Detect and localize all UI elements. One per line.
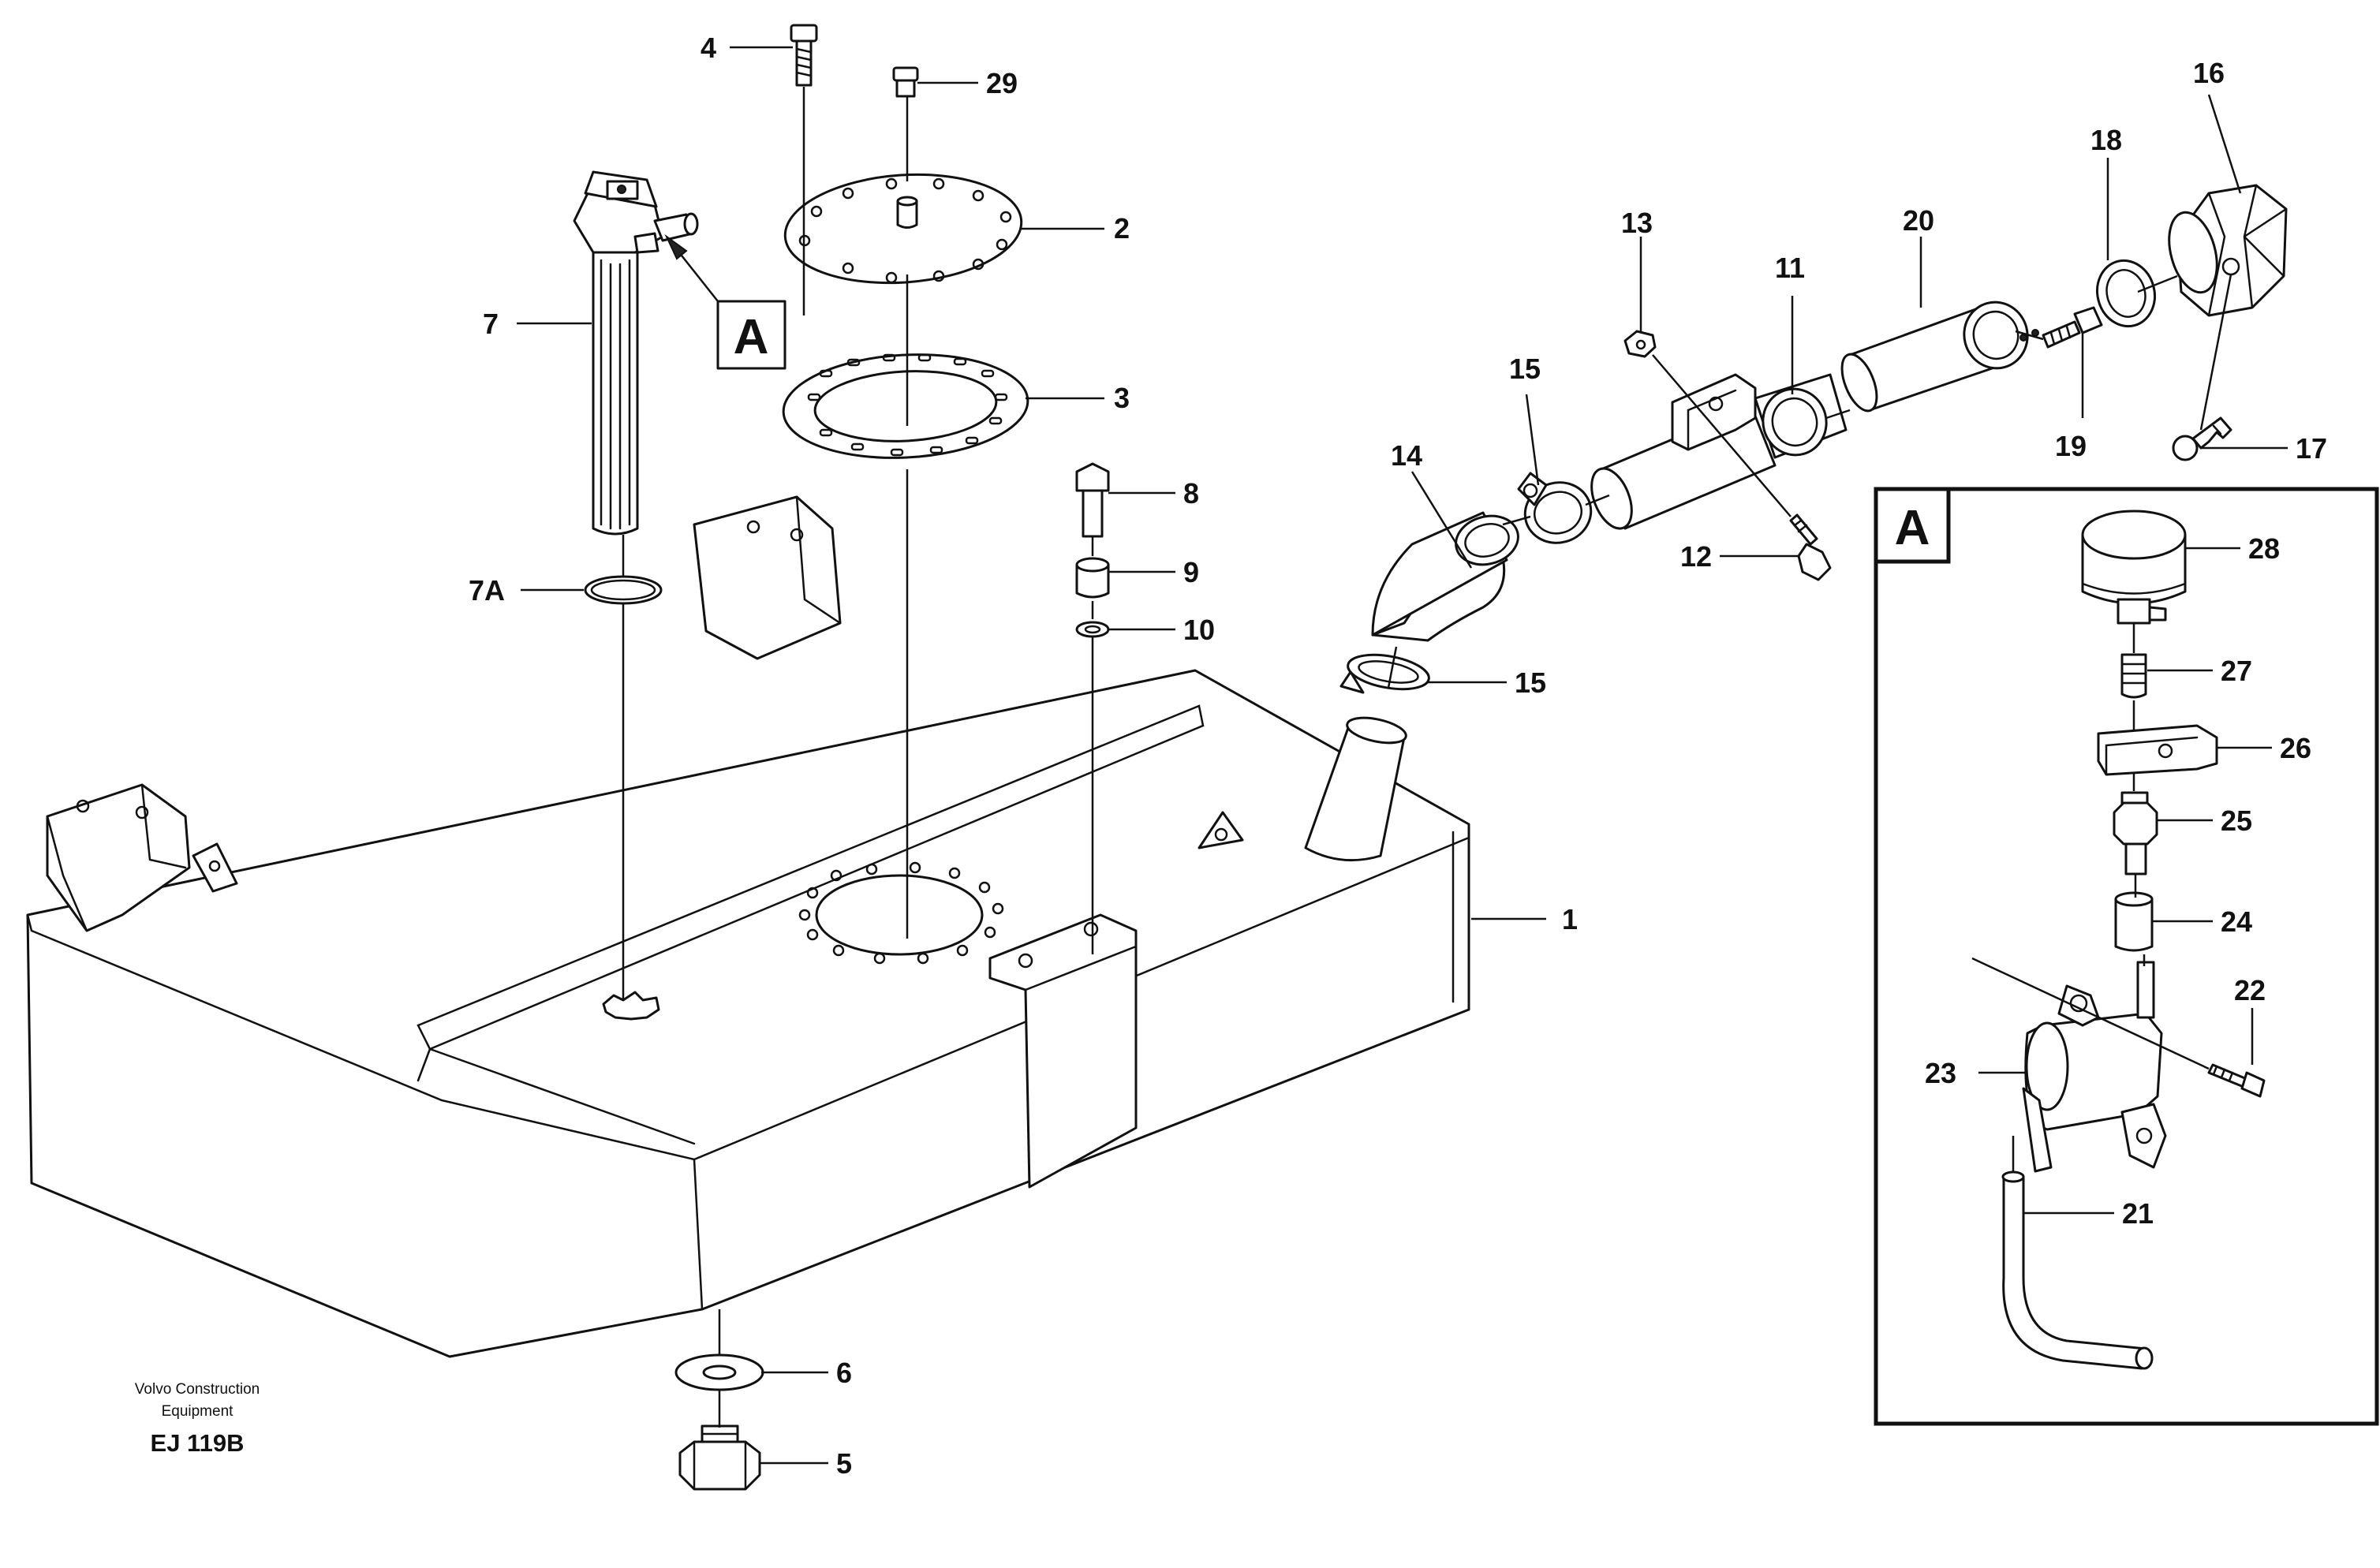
label-1: 1 <box>1562 903 1578 935</box>
detail-box-title: A <box>1895 501 1930 555</box>
flat-washer <box>1075 621 1110 638</box>
label-15-lower: 15 <box>1515 666 1546 699</box>
label-15-upper: 15 <box>1509 353 1541 385</box>
breather-cap <box>2081 510 2187 625</box>
leader-lines <box>517 46 2288 1465</box>
label-7: 7 <box>483 308 499 340</box>
filler-screw <box>2042 306 2103 349</box>
tank-strap-bracket <box>988 913 1138 1189</box>
filler-cap-key <box>2172 416 2232 461</box>
detail-a-panel: A <box>1874 487 2379 1426</box>
label-24: 24 <box>2221 905 2252 938</box>
spacer-sleeve <box>1075 557 1110 599</box>
flange-nut <box>1623 330 1657 358</box>
filler-cap <box>2168 184 2288 317</box>
pump-gasket <box>782 353 1029 459</box>
label-26: 26 <box>2280 732 2311 764</box>
label-11: 11 <box>1775 252 1805 284</box>
breather-valve-body <box>2022 961 2167 1173</box>
label-22: 22 <box>2234 974 2266 1006</box>
label-10: 10 <box>1183 614 1215 646</box>
label-8: 8 <box>1183 477 1199 510</box>
label-19: 19 <box>2055 430 2087 462</box>
hose-clamp-upper <box>1517 472 1593 544</box>
vent-plug <box>892 66 919 98</box>
breather-bracket <box>2097 724 2218 776</box>
label-16: 16 <box>2193 57 2225 89</box>
assembly-centerlines <box>622 87 2232 1428</box>
label-6: 6 <box>836 1357 852 1389</box>
label-29: 29 <box>986 67 1018 99</box>
label-14: 14 <box>1391 439 1422 472</box>
label-9: 9 <box>1183 556 1199 588</box>
label-2: 2 <box>1114 212 1130 245</box>
breather-hose-connector <box>2114 891 2154 952</box>
label-18: 18 <box>2090 124 2122 156</box>
label-27: 27 <box>2221 655 2252 687</box>
label-12: 12 <box>1680 540 1712 573</box>
pipe-bracket <box>1671 373 1757 451</box>
tank-bracket-rear <box>693 495 842 660</box>
label-21: 21 <box>2122 1197 2154 1230</box>
label-5: 5 <box>836 1447 852 1480</box>
label-20: 20 <box>1903 204 1934 237</box>
credit-line-2: Equipment <box>162 1403 234 1420</box>
label-17: 17 <box>2296 432 2327 465</box>
detail-callout-box: A <box>664 233 786 370</box>
cover-screw <box>790 24 818 87</box>
label-3: 3 <box>1114 382 1130 414</box>
label-25: 25 <box>2221 805 2252 837</box>
breather-mount-screw <box>2207 1063 2266 1098</box>
filler-elbow-hose <box>1371 511 1519 642</box>
tank-pump-opening <box>798 861 1004 965</box>
drawing-code: EJ 119B <box>151 1429 245 1457</box>
sender-o-ring <box>584 575 663 605</box>
label-7a: 7A <box>469 574 505 607</box>
label-23: 23 <box>1925 1057 1956 1089</box>
detail-callout-letter: A <box>734 310 769 364</box>
label-4: 4 <box>701 32 716 64</box>
filler-clamp-screw <box>1789 513 1832 581</box>
filler-tube <box>1840 301 2039 413</box>
label-28: 28 <box>2248 532 2280 565</box>
drawing-credit: Volvo Construction Equipment EJ 119B <box>135 1381 260 1457</box>
breather-union <box>2113 791 2158 875</box>
tank-bracket-left <box>46 783 238 932</box>
drain-plug <box>678 1424 761 1491</box>
label-13: 13 <box>1621 207 1653 239</box>
hose-clamp-lower <box>1339 653 1430 694</box>
filler-sleeve <box>1754 373 1848 459</box>
part-number-labels: 1 2 3 4 5 6 7 7A 8 9 10 11 12 13 14 15 1… <box>469 32 2327 1480</box>
pump-cover-plate <box>783 173 1023 285</box>
fuel-level-sender <box>573 170 699 536</box>
breather-hose-stub <box>2120 653 2147 699</box>
credit-line-1: Volvo Construction <box>135 1381 260 1398</box>
tank-sender-opening <box>602 991 660 1021</box>
strap-screw <box>1075 462 1110 538</box>
drain-plug-washer <box>674 1353 764 1391</box>
fuel-tank <box>26 669 1470 1358</box>
